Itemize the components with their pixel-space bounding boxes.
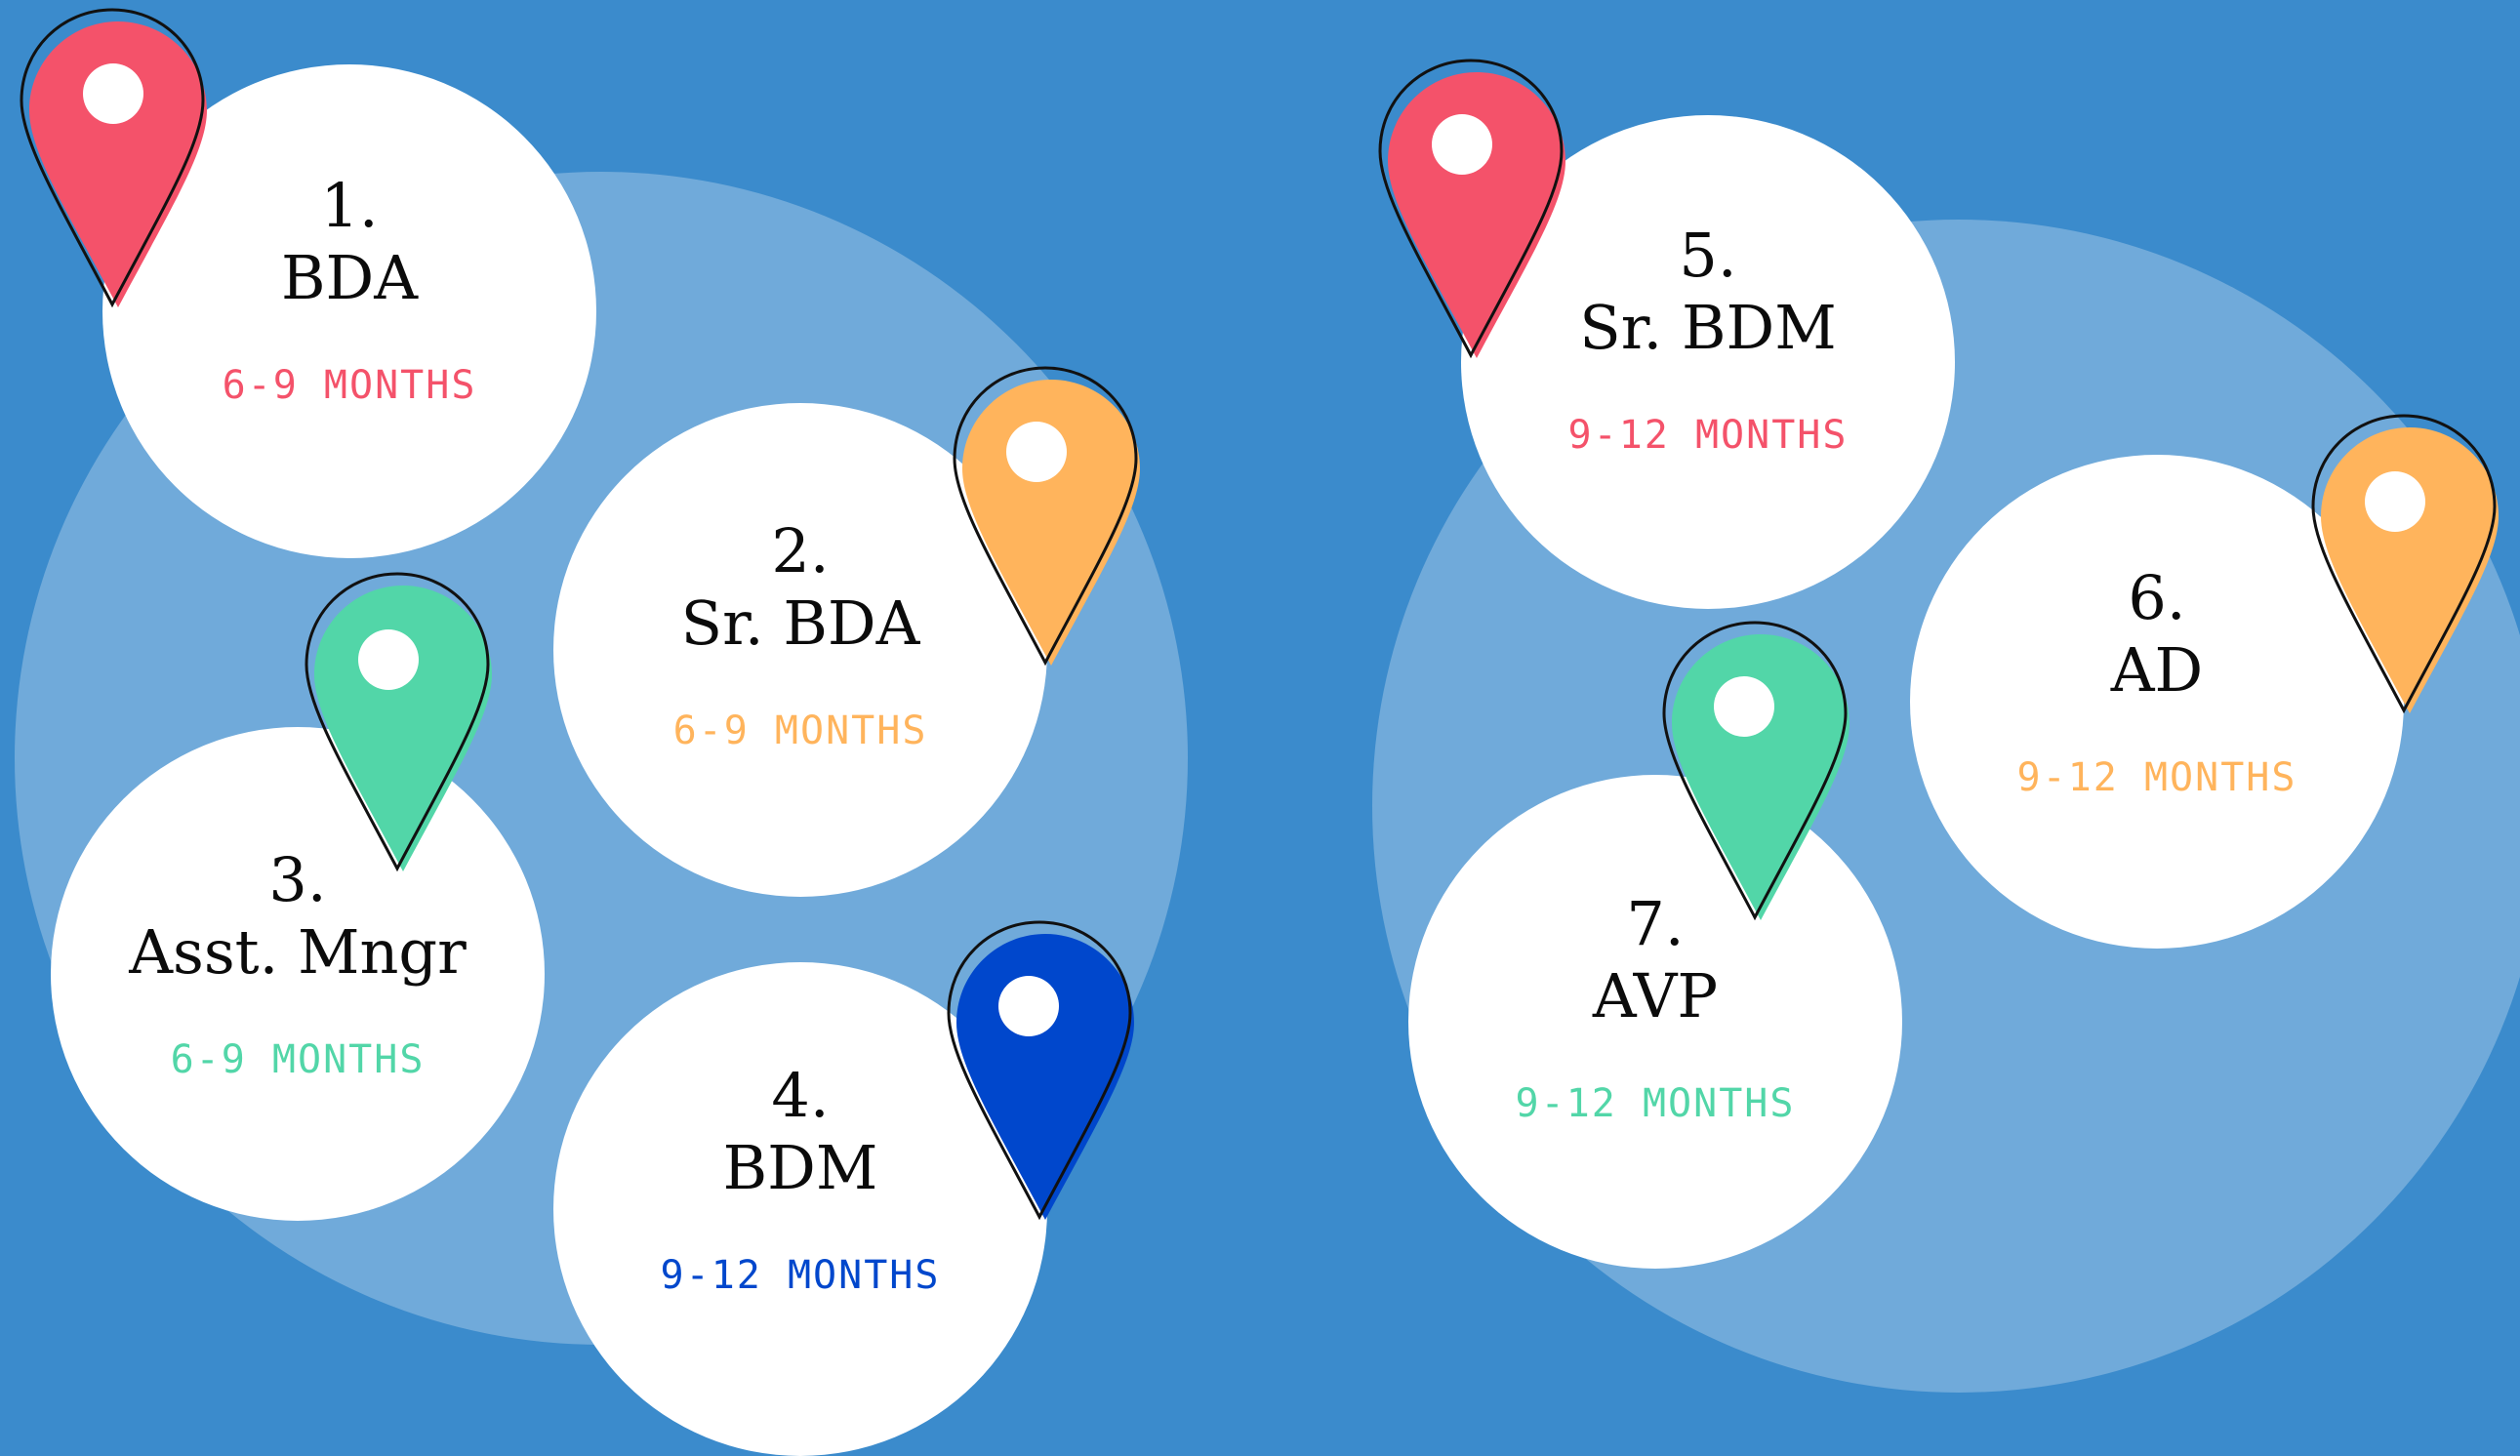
stage-duration: 6-9 MONTHS <box>222 363 477 408</box>
stage-number: 5. <box>1679 220 1737 291</box>
stage-duration: 9-12 MONTHS <box>1567 413 1849 458</box>
map-pin-icon <box>1378 59 1565 359</box>
stage-title: Sr. BDM <box>1579 292 1837 363</box>
stage-title: AVP <box>1592 960 1719 1031</box>
stage-number: 4. <box>771 1060 830 1131</box>
stage-title: AD <box>2110 634 2204 706</box>
map-pin-icon <box>305 572 492 872</box>
map-pin-icon <box>1662 621 1849 921</box>
stage-duration: 6-9 MONTHS <box>170 1037 426 1082</box>
stage-title: Asst. Mngr <box>129 916 467 988</box>
stage-title: BDM <box>722 1132 878 1203</box>
stage-duration: 9-12 MONTHS <box>660 1253 941 1298</box>
stage-node-6: 6. AD 9-12 MONTHS <box>1910 455 2404 949</box>
stage-duration: 9-12 MONTHS <box>1515 1081 1796 1126</box>
stage-node-3: 3. Asst. Mngr 6-9 MONTHS <box>51 727 545 1221</box>
map-pin-icon <box>2311 414 2499 714</box>
stage-node-7: 7. AVP 9-12 MONTHS <box>1408 775 1902 1269</box>
stage-number: 6. <box>2128 562 2186 633</box>
stage-number: 1. <box>320 170 379 241</box>
map-pin-icon <box>947 920 1134 1221</box>
stage-number: 2. <box>771 515 830 586</box>
map-pin-icon <box>953 366 1140 667</box>
map-pin-icon <box>20 8 207 308</box>
stage-node-4: 4. BDM 9-12 MONTHS <box>553 962 1047 1456</box>
stage-duration: 9-12 MONTHS <box>2016 755 2297 800</box>
stage-title: Sr. BDA <box>680 587 920 659</box>
stage-number: 3. <box>268 844 327 915</box>
stage-duration: 6-9 MONTHS <box>672 708 928 753</box>
stage-number: 7. <box>1626 888 1685 959</box>
stage-title: BDA <box>280 242 419 313</box>
